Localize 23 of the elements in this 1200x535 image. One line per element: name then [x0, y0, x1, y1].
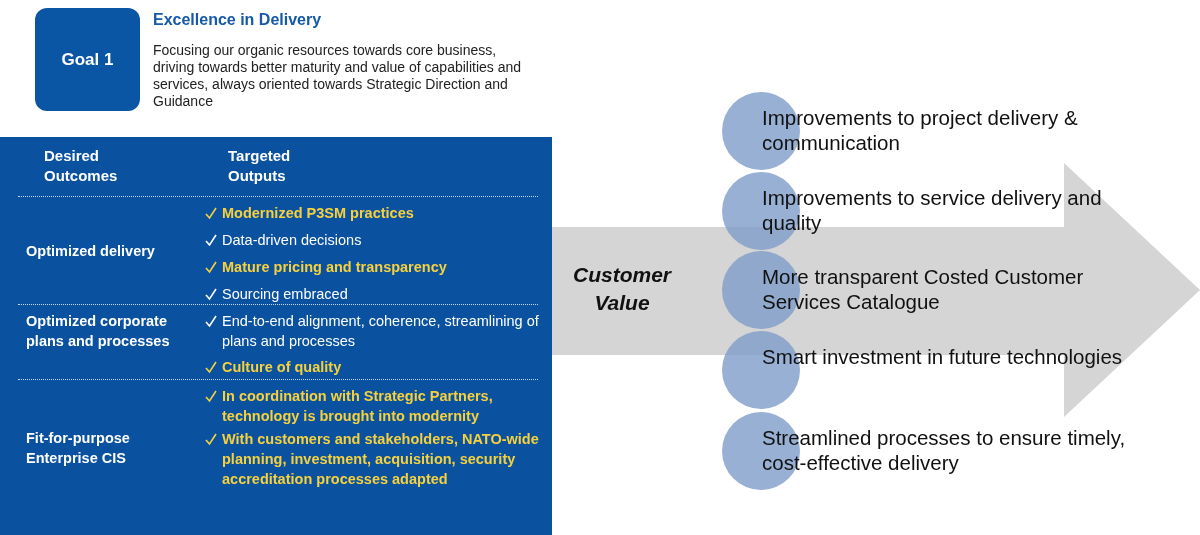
outcome-label: Fit-for-purpose Enterprise CIS	[26, 428, 186, 468]
output-label: With customers and stakeholders, NATO-wide planning, investment, acquisition, security accreditation processes adapted	[222, 430, 540, 489]
value-text: Improvements to project delivery & communication	[762, 105, 1079, 155]
output-label: Sourcing embraced	[222, 285, 349, 304]
output-label: In coordination with Strategic Partners, technology is brought into modernity	[222, 387, 494, 426]
column-header: Desired Outcomes	[44, 146, 119, 186]
goal-box: Goal 1	[35, 8, 140, 111]
output-label: End-to-end alignment, coherence, streamlining of plans and processes	[222, 312, 540, 351]
value-text: Improvements to service delivery and quality	[762, 185, 1103, 235]
output-label: Culture of quality	[222, 358, 343, 377]
outcome-label: Optimized delivery	[26, 241, 206, 261]
table-panel	[0, 137, 552, 535]
value-text: Streamlined processes to ensure timely, cost-effective delivery	[762, 425, 1127, 475]
outcome-label: Optimized corporate plans and processes	[26, 311, 186, 351]
arrow-label: Customer Value	[572, 262, 673, 316]
value-text: Smart investment in future technologies	[762, 344, 1124, 369]
column-header: Targeted Outputs	[228, 146, 292, 186]
output-label: Mature pricing and transparency	[222, 258, 448, 277]
output-label: Modernized P3SM practices	[222, 204, 415, 223]
goal-description: Focusing our organic resources towards core business, driving towards better maturity and value of capabilities and services, always oriented towards Strategic Direction and Guidance	[153, 42, 523, 110]
goal-heading: Excellence in Delivery	[153, 11, 323, 29]
output-label: Data-driven decisions	[222, 231, 363, 250]
value-text: More transparent Costed Customer Services Catalogue	[762, 264, 1085, 314]
